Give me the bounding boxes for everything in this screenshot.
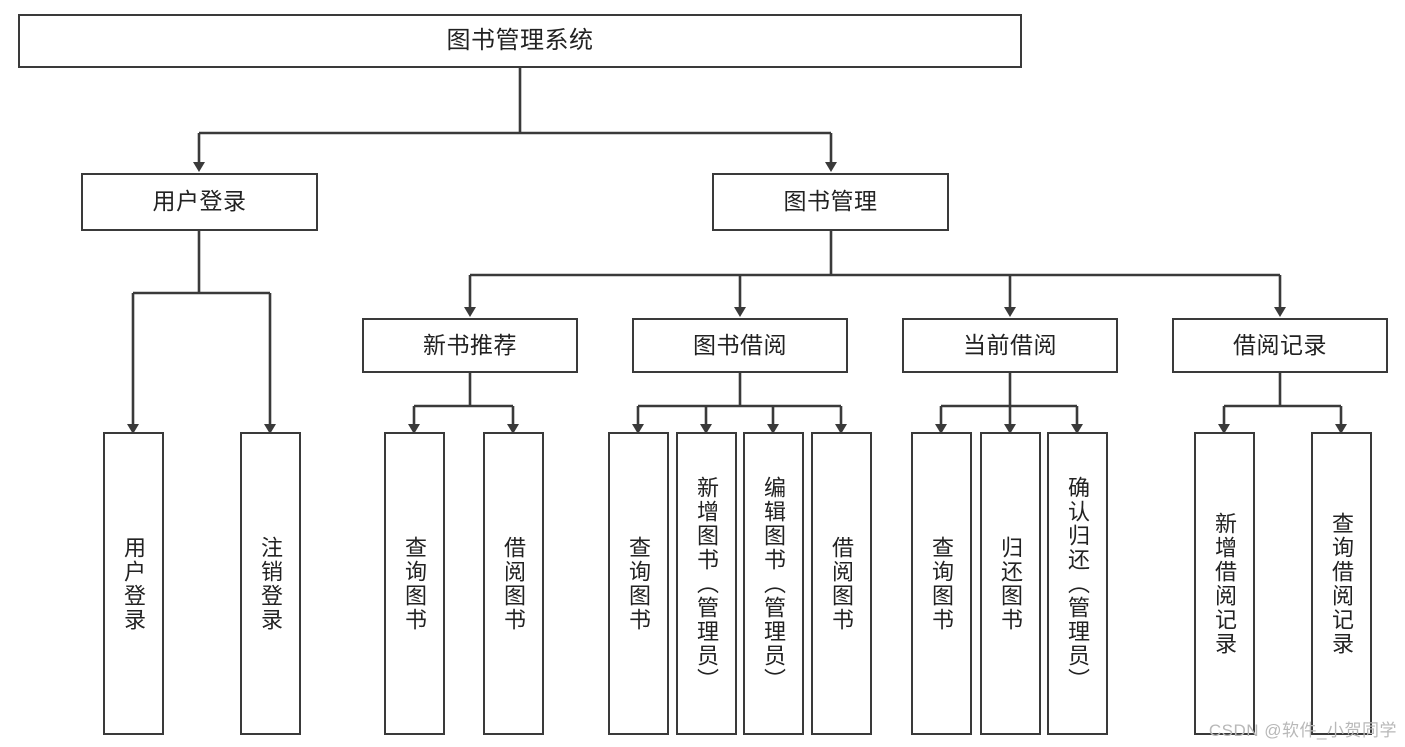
leaf-current-borrow-query[interactable]: 查询图书 [911, 432, 972, 735]
leaf-label: 新增借阅记录 [1212, 511, 1238, 656]
watermark-text: CSDN @软件_小贺同学 [1208, 721, 1397, 740]
leaf-borrow-record-query[interactable]: 查询借阅记录 [1311, 432, 1372, 735]
node-borrow-record[interactable]: 借阅记录 [1172, 318, 1388, 373]
node-label: 用户登录 [152, 188, 247, 215]
node-book-borrow[interactable]: 图书借阅 [632, 318, 848, 373]
leaf-new-book-query[interactable]: 查询图书 [384, 432, 445, 735]
leaf-label: 查询图书 [626, 535, 652, 632]
leaf-label: 注销登录 [258, 535, 284, 632]
node-current-borrow[interactable]: 当前借阅 [902, 318, 1118, 373]
node-label: 图书管理系统 [446, 26, 594, 54]
leaf-user-login-logout[interactable]: 注销登录 [240, 432, 301, 735]
node-label: 图书借阅 [693, 331, 787, 358]
leaf-new-book-borrow[interactable]: 借阅图书 [483, 432, 544, 735]
leaf-book-borrow-edit[interactable]: 编辑图书（管理员） [743, 432, 804, 735]
node-book-management[interactable]: 图书管理 [712, 173, 949, 231]
leaf-label: 查询图书 [402, 535, 428, 632]
leaf-label: 新增图书（管理员） [694, 475, 720, 692]
leaf-current-borrow-return[interactable]: 归还图书 [980, 432, 1041, 735]
leaf-label: 查询借阅记录 [1329, 511, 1355, 656]
leaf-label: 归还图书 [998, 535, 1024, 632]
leaf-borrow-record-add[interactable]: 新增借阅记录 [1194, 432, 1255, 735]
leaf-book-borrow-borrow[interactable]: 借阅图书 [811, 432, 872, 735]
leaf-book-borrow-query[interactable]: 查询图书 [608, 432, 669, 735]
node-root-system[interactable]: 图书管理系统 [18, 14, 1022, 68]
leaf-user-login-login[interactable]: 用户登录 [103, 432, 164, 735]
leaf-current-borrow-confirm-return[interactable]: 确认归还（管理员） [1047, 432, 1108, 735]
leaf-book-borrow-add[interactable]: 新增图书（管理员） [676, 432, 737, 735]
leaf-label: 借阅图书 [501, 535, 527, 632]
node-label: 图书管理 [783, 188, 878, 215]
node-label: 借阅记录 [1233, 331, 1327, 358]
node-label: 当前借阅 [963, 331, 1057, 358]
node-label: 新书推荐 [423, 331, 517, 358]
leaf-label: 借阅图书 [829, 535, 855, 632]
node-user-login[interactable]: 用户登录 [81, 173, 318, 231]
leaf-label: 查询图书 [929, 535, 955, 632]
leaf-label: 用户登录 [121, 535, 147, 632]
leaf-label: 确认归还（管理员） [1065, 475, 1091, 692]
leaf-label: 编辑图书（管理员） [761, 475, 787, 692]
node-new-book-recommend[interactable]: 新书推荐 [362, 318, 578, 373]
